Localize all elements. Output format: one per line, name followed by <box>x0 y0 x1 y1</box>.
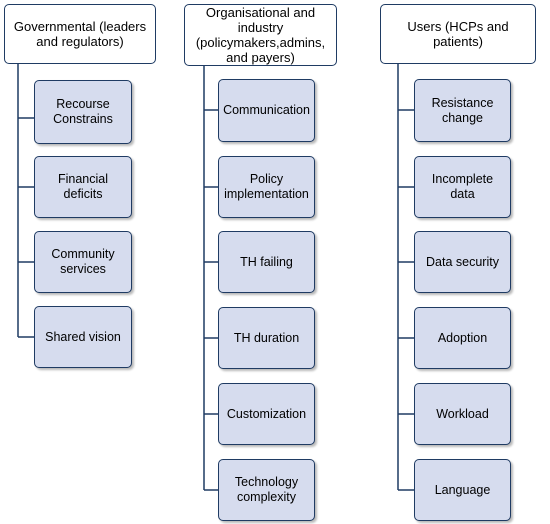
item-customization: Customization <box>218 383 315 445</box>
header-users: Users (HCPs and patients) <box>380 4 536 64</box>
item-language: Language <box>414 459 511 521</box>
item-communication: Communication <box>218 79 315 142</box>
item-incomplete-data: Incomplete data <box>414 156 511 218</box>
item-policy-implementation: Policy implementation <box>218 156 315 218</box>
item-financial-deficits: Financial deficits <box>34 156 132 218</box>
item-resistance-change: Resistance change <box>414 79 511 142</box>
header-governmental: Governmental (leaders and regulators) <box>4 4 156 64</box>
item-th-duration: TH duration <box>218 307 315 369</box>
item-technology-complexity: Technology complexity <box>218 459 315 521</box>
item-workload: Workload <box>414 383 511 445</box>
header-organisational: Organisational and industry (policymaker… <box>184 4 337 66</box>
item-data-security: Data security <box>414 231 511 293</box>
item-community-services: Community services <box>34 231 132 293</box>
item-shared-vision: Shared vision <box>34 306 132 368</box>
item-recourse-constrains: Recourse Constrains <box>34 80 132 144</box>
item-th-failing: TH failing <box>218 231 315 293</box>
item-adoption: Adoption <box>414 307 511 369</box>
